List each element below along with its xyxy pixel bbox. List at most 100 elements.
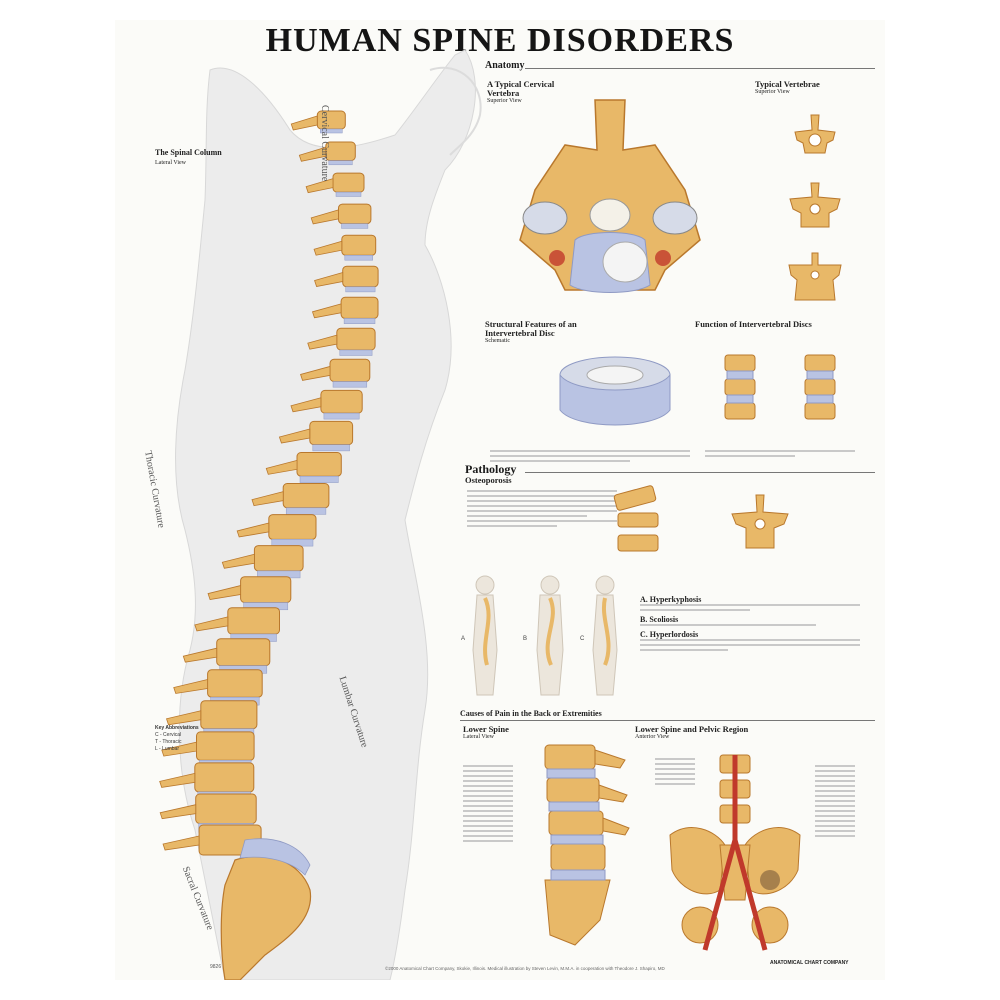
vertebra-body: [341, 234, 377, 256]
sacrum: [220, 855, 312, 980]
cervical-vertebra-title-text: A Typical Cervical Vertebra: [487, 79, 555, 98]
vertebra-body: [332, 172, 365, 193]
abbreviation-key: Key Abbreviations C - Cervical T - Thora…: [155, 725, 199, 753]
lower-spine-lateral-title-text: Lower Spine: [463, 724, 509, 734]
lower-spine-anterior-subtitle: Anterior View: [635, 733, 670, 740]
spinous-process: [251, 491, 284, 507]
spinous-process: [300, 365, 331, 381]
spinal-column-title: The Spinal Column Lateral View: [155, 148, 225, 166]
vertebra-body: [338, 203, 372, 225]
spinous-process: [236, 522, 270, 538]
figure-letter-c: C: [580, 636, 585, 642]
hyperlordosis-text: [640, 639, 860, 651]
disc-structure-subtitle: Schematic: [485, 337, 510, 344]
vertebra-body: [240, 576, 292, 604]
lower-spine-lateral-title: Lower Spine Lateral View: [463, 725, 543, 740]
typical-vertebrae-title: Typical Vertebrae Superior View: [755, 80, 835, 95]
anatomy-rule: [525, 68, 875, 69]
lower-spine-anterior-title-text: Lower Spine and Pelvic Region: [635, 724, 749, 734]
cervical-curvature-label: Cervical Curvature: [319, 105, 330, 182]
spinous-process: [298, 146, 327, 162]
vertebra-body: [207, 669, 263, 698]
spinous-process: [311, 303, 342, 319]
spinous-process: [314, 271, 344, 287]
intervertebral-disc: [320, 128, 343, 134]
lower-spine-lateral-subtitle: Lateral View: [463, 733, 495, 740]
disc-structure-title-text: Structural Features of an Intervertebral…: [485, 319, 577, 338]
intervertebral-disc: [271, 539, 314, 547]
cervical-vertebra-subtitle: Superior View: [487, 97, 522, 104]
vertebra-body: [320, 389, 363, 414]
spinous-process: [305, 178, 334, 194]
anatomy-heading: Anatomy: [485, 60, 525, 71]
vertebra-body: [296, 452, 342, 477]
osteoporosis-text: [467, 490, 617, 530]
intervertebral-disc: [299, 475, 339, 483]
vertebra-body: [282, 483, 330, 509]
spinous-process: [221, 553, 255, 569]
vertebra-body: [336, 327, 376, 351]
intervertebral-disc: [345, 286, 376, 293]
vertebra-body: [227, 607, 281, 635]
intervertebral-disc: [344, 255, 373, 261]
key-item-thoracic: T - Thoracic: [155, 739, 182, 745]
disc-structure-caption: [490, 450, 690, 465]
intervertebral-disc: [341, 223, 369, 229]
vertebra-body: [342, 265, 379, 288]
spinous-process: [278, 428, 311, 444]
figure-letter-b: B: [523, 636, 527, 642]
vertebra-body: [200, 700, 258, 730]
spinous-process: [159, 804, 197, 820]
spinous-process: [290, 115, 318, 131]
intervertebral-disc: [339, 349, 373, 356]
spinous-process: [310, 209, 339, 225]
intervertebral-disc: [323, 412, 360, 420]
spinal-column-title-text: The Spinal Column: [155, 148, 222, 157]
anterior-annotations-right: [815, 765, 855, 840]
spinous-process: [207, 585, 241, 601]
spinous-process: [265, 459, 298, 475]
spinous-process: [313, 240, 343, 256]
intervertebral-disc: [328, 160, 353, 166]
osteoporosis-illustration: [613, 485, 789, 552]
vertebra-body: [216, 638, 271, 667]
disc-function-caption: [705, 450, 855, 460]
intervertebral-disc: [312, 444, 350, 452]
scoliosis-label: B. Scoliosis: [640, 615, 679, 624]
spine-poster: HUMAN SPINE DISORDERS The Spinal Column …: [115, 20, 885, 980]
scoliosis-text: [640, 624, 860, 626]
spinous-process: [159, 772, 196, 788]
causes-rule: [460, 720, 875, 721]
intervertebral-disc: [285, 507, 327, 515]
vertebra-body: [194, 762, 255, 793]
vertebra-body: [253, 545, 304, 572]
vertebra-body: [195, 793, 257, 824]
key-item-lumbar: L - Lumbar: [155, 746, 179, 752]
pathology-heading: Pathology: [465, 462, 517, 476]
intervertebral-disc: [335, 191, 362, 197]
spinous-process: [290, 397, 322, 413]
poster-title: HUMAN SPINE DISORDERS: [265, 22, 735, 59]
lateral-annotations: [463, 765, 513, 845]
lower-spine-lateral-illustration: [544, 744, 630, 946]
spinous-process: [182, 647, 218, 663]
head-outline: [429, 66, 482, 156]
vertebra-body: [309, 420, 354, 446]
spinous-process: [161, 741, 197, 757]
vertebra-body: [340, 296, 379, 319]
disc-structure-title: Structural Features of an Intervertebral…: [485, 320, 625, 344]
disc-structure-illustration: [559, 356, 671, 426]
typical-vertebrae-illustration: [788, 114, 842, 301]
chart-code: 9826: [210, 964, 222, 970]
publisher-logo: ANATOMICAL CHART COMPANY: [770, 960, 849, 966]
intervertebral-disc: [332, 381, 368, 388]
copyright-credit: ©2000 Anatomical Chart Company, Skokie, …: [385, 966, 665, 971]
pelvis-illustration: [669, 754, 801, 951]
hyperkyphosis-label: A. Hyperkyphosis: [640, 595, 702, 604]
key-title: Key Abbreviations: [155, 725, 199, 731]
spinal-column-subtitle: Lateral View: [155, 160, 187, 166]
anterior-annotations-left: [655, 758, 695, 788]
sacral-disc: [239, 838, 311, 876]
spinal-column-figure: [159, 50, 482, 980]
spinous-process: [173, 678, 208, 694]
